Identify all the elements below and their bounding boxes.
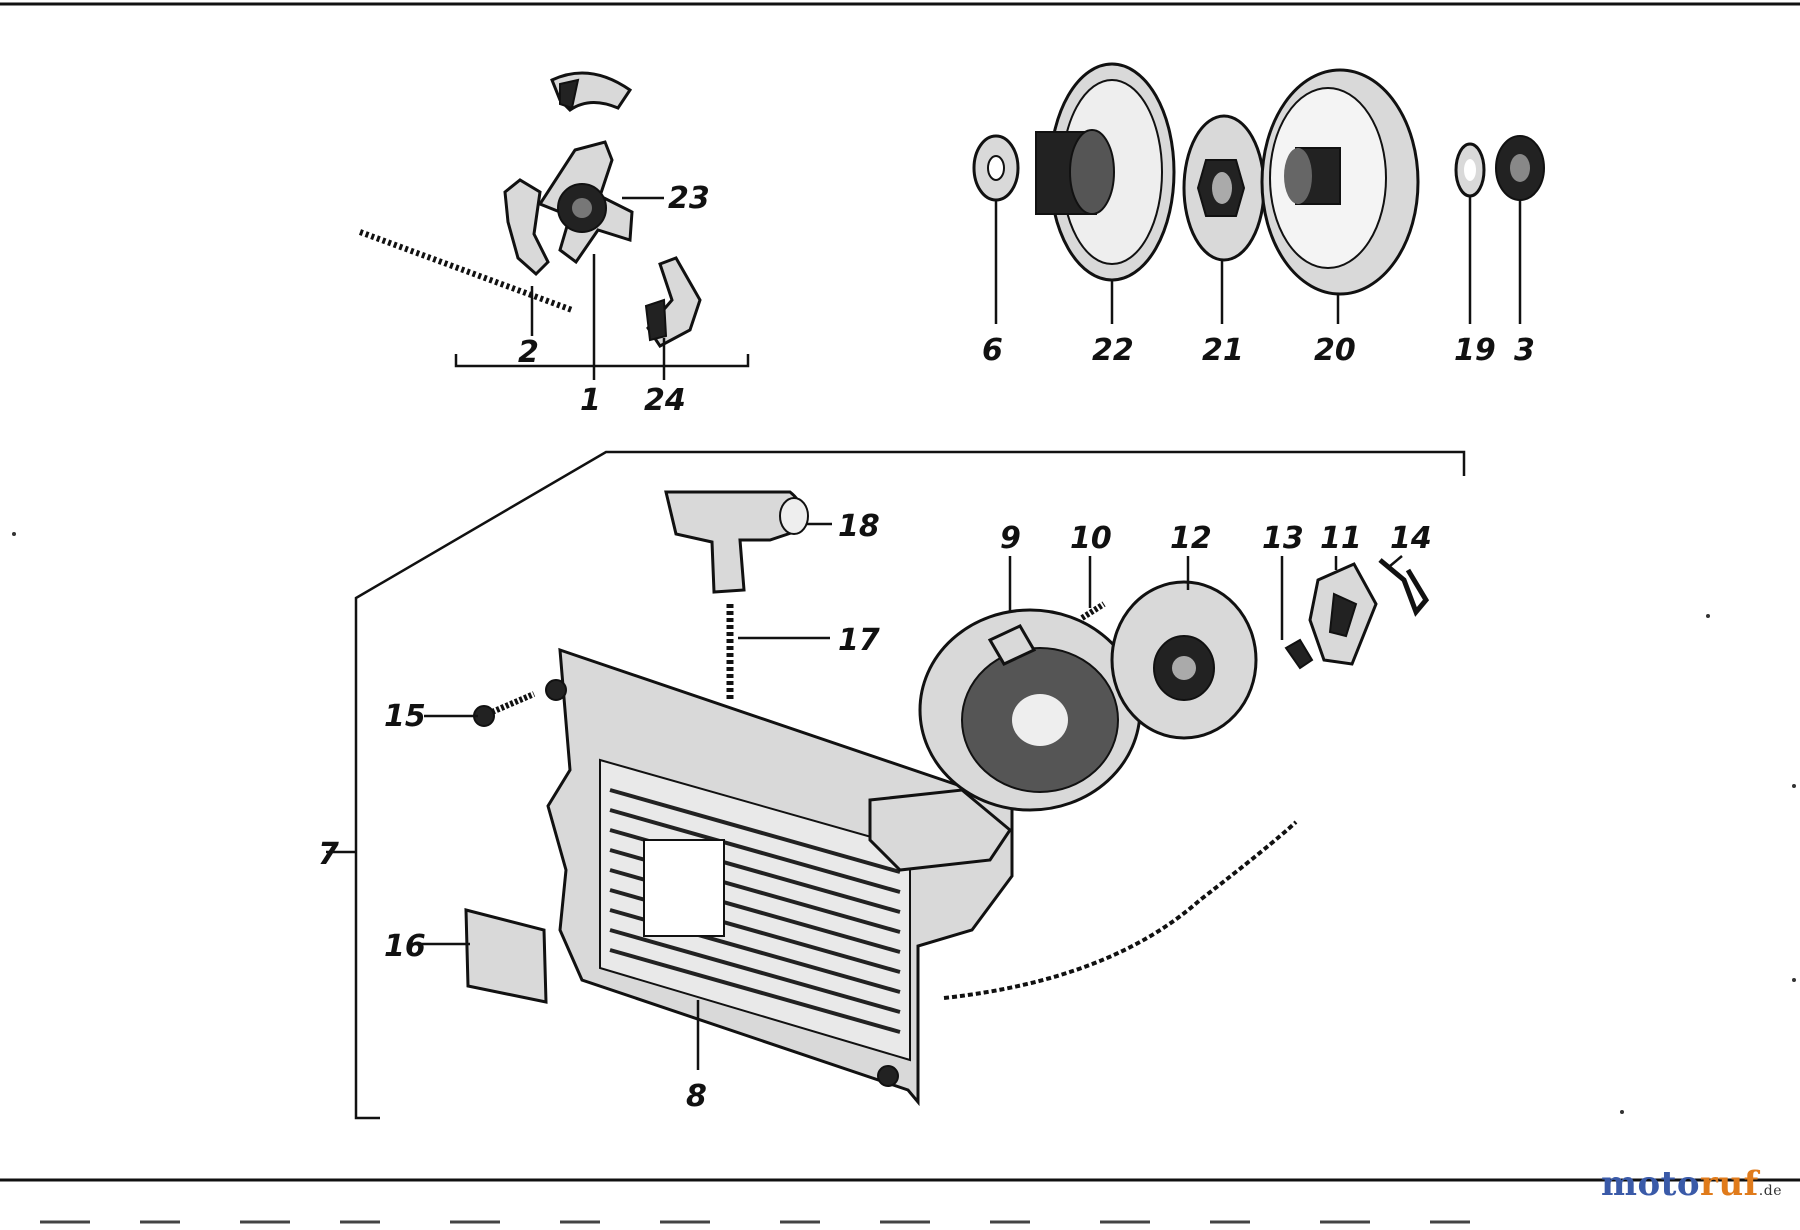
rope-pulley-12 [1110,580,1258,740]
callout-7: 7 [318,837,339,872]
callout-16: 16 [384,929,426,964]
callout-22: 22 [1092,333,1134,368]
clutch-group-bracket [454,354,750,368]
callout-12: 12 [1170,521,1212,556]
callout-6: 6 [982,333,1003,368]
callout-8: 8 [686,1079,707,1114]
needle-bearing-3 [1495,135,1545,201]
washer-6 [972,134,1020,202]
clutch-drum-22 [1035,62,1176,282]
callout-9: 9 [1000,521,1021,556]
filter-16 [464,908,548,1004]
sprocket-21 [1182,114,1266,262]
callout-21: 21 [1202,333,1244,368]
callout-1: 1 [580,383,601,418]
callout-17: 17 [838,623,880,658]
spring-clip-14 [1378,558,1430,617]
callout-11: 11 [1320,521,1362,556]
callout-10: 10 [1070,521,1112,556]
clutch-shoe-top [550,71,633,112]
rope-guide-9 [918,608,1142,812]
fan-housing-8 [545,647,1014,1107]
callout-18: 18 [838,509,880,544]
scan-specks [12,532,1796,1114]
screw-15 [473,691,536,727]
callout-3: 3 [1514,333,1535,368]
pawl-13 [1284,638,1314,670]
starter-rope-loose [943,820,1298,1000]
clutch-drum-20 [1260,68,1420,296]
leader-lines [326,196,1522,1070]
callout-14: 14 [1390,521,1432,556]
callout-24: 24 [644,383,686,418]
callout-15: 15 [384,699,426,734]
callout-20: 20 [1314,333,1356,368]
callout-2: 2 [518,335,539,370]
washer-19 [1454,142,1486,198]
callout-23: 23 [668,181,710,216]
callout-19: 19 [1454,333,1496,368]
clutch-spring [358,229,574,313]
starter-handle-18 [664,490,809,594]
clutch-carrier [537,140,634,265]
plate-11 [1308,562,1378,666]
screw-10 [1080,601,1106,621]
watermark-logo: motoruf.de [1600,1164,1782,1204]
starter-group-bracket [354,450,1466,1120]
callout-13: 13 [1262,521,1304,556]
clutch-shoe-left [503,178,550,277]
clutch-shoe-right [644,256,702,348]
